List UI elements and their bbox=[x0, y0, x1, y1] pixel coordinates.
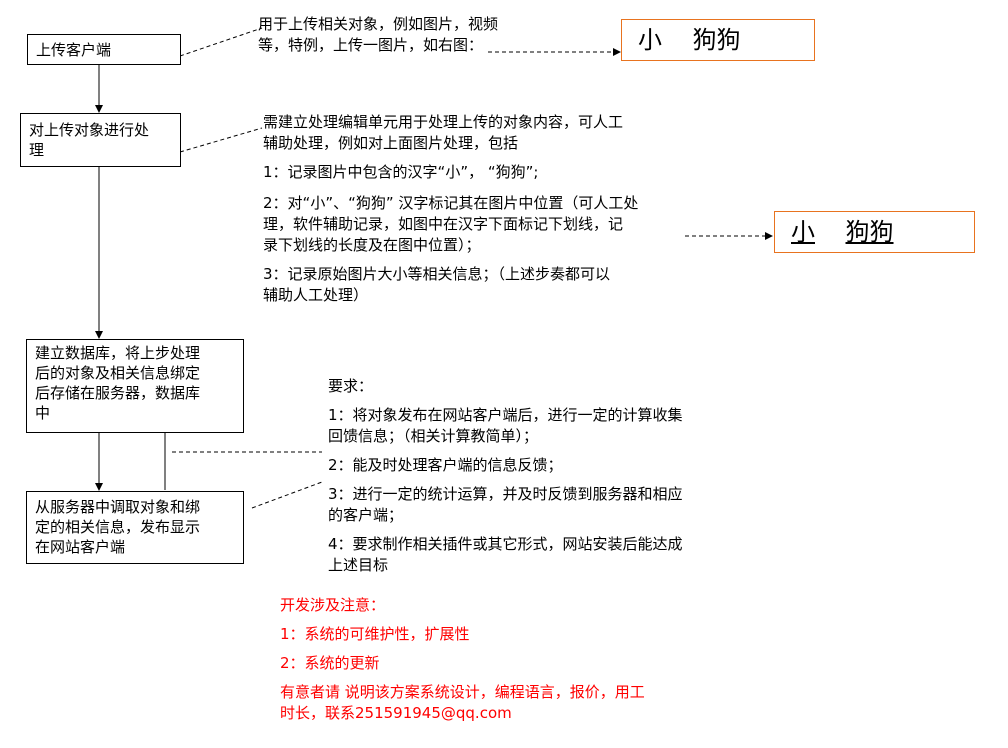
requirements-note: 要求： 1：将对象发布在网站客户端后，进行一定的计算收集 回馈信息；（相关计算教… bbox=[328, 376, 683, 576]
requirement-3-line1: 3：进行一定的统计运算，并及时反馈到服务器和相应 bbox=[328, 485, 683, 503]
requirement-1-line1: 1：将对象发布在网站客户端后，进行一定的计算收集 bbox=[328, 406, 683, 424]
step-build-database-line3: 后存储在服务器，数据库 bbox=[35, 384, 201, 402]
development-note-1: 1：系统的可维护性，扩展性 bbox=[280, 625, 470, 643]
step-publish-client-line3: 在网站客户端 bbox=[35, 538, 126, 556]
sample-image-plain: 小 狗狗 bbox=[621, 19, 815, 61]
step-process-object-line2: 理 bbox=[29, 141, 45, 159]
step-build-database-line2: 后的对象及相关信息绑定 bbox=[35, 364, 201, 382]
contact-line2: 时长，联系251591945@qq.com bbox=[280, 704, 512, 722]
marked-image-word-dogs: 狗狗 bbox=[845, 218, 894, 246]
requirement-4-line1: 4：要求制作相关插件或其它形式，网站安装后能达成 bbox=[328, 535, 683, 553]
sample-image-marked: 小 狗狗 bbox=[774, 211, 975, 253]
step-build-database-line4: 中 bbox=[35, 404, 51, 422]
upload-note-line2: 等，特例，上传一图片，如右图： bbox=[258, 36, 484, 54]
upload-note: 用于上传相关对象，例如图片，视频 等，特例，上传一图片，如右图： bbox=[258, 14, 498, 56]
process-note-item1: 1：记录图片中包含的汉字“小”， “狗狗”; bbox=[263, 163, 539, 181]
dash-process-note bbox=[179, 127, 263, 153]
development-note-2: 2：系统的更新 bbox=[280, 654, 380, 672]
step-build-database: 建立数据库，将上步处理 后的对象及相关信息绑定 后存储在服务器，数据库 中 bbox=[26, 339, 244, 433]
process-note-line1: 需建立处理编辑单元用于处理上传的对象内容，可人工 bbox=[263, 113, 624, 131]
sample-image-word-small: 小 bbox=[638, 26, 662, 54]
process-note: 需建立处理编辑单元用于处理上传的对象内容，可人工 辅助处理，例如对上面图片处理，… bbox=[263, 112, 638, 306]
marked-image-word-small: 小 bbox=[791, 218, 815, 246]
process-note-item2-line1: 2：对“小”、“狗狗” 汉字标记其在图片中位置（可人工处 bbox=[263, 194, 639, 212]
requirements-title: 要求： bbox=[328, 377, 374, 395]
process-note-item3-line2: 辅助人工处理） bbox=[263, 286, 369, 304]
process-note-line2: 辅助处理，例如对上面图片处理，包括 bbox=[263, 134, 519, 152]
process-note-item2-line2: 理，软件辅助记录，如图中在汉字下面标记下划线，记 bbox=[263, 215, 624, 233]
contact-line1: 有意者请 说明该方案系统设计，编程语言，报价，用工 bbox=[280, 683, 645, 701]
requirement-3-line2: 的客户端； bbox=[328, 506, 404, 524]
process-note-item3-line1: 3：记录原始图片大小等相关信息；（上述步奏都可以 bbox=[263, 265, 611, 283]
dash-upload-note bbox=[179, 27, 263, 57]
dash-publish-note bbox=[251, 481, 323, 509]
step-publish-client: 从服务器中调取对象和绑 定的相关信息，发布显示 在网站客户端 bbox=[26, 491, 244, 564]
sample-image-word-dogs: 狗狗 bbox=[692, 26, 741, 54]
upload-note-line1: 用于上传相关对象，例如图片，视频 bbox=[258, 15, 499, 33]
step-publish-client-line1: 从服务器中调取对象和绑 bbox=[35, 498, 201, 516]
requirement-1-line2: 回馈信息；（相关计算教简单）； bbox=[328, 427, 539, 445]
step-build-database-line1: 建立数据库，将上步处理 bbox=[35, 344, 201, 362]
development-notes: 开发涉及注意： 1：系统的可维护性，扩展性 2：系统的更新 有意者请 说明该方案… bbox=[280, 595, 645, 724]
step-process-object-line1: 对上传对象进行处 bbox=[29, 121, 150, 139]
requirement-4-line2: 上述目标 bbox=[328, 556, 389, 574]
process-note-item2-line3: 录下划线的长度及在图中位置）； bbox=[263, 236, 481, 254]
step-publish-client-line2: 定的相关信息，发布显示 bbox=[35, 518, 201, 536]
step-process-object: 对上传对象进行处 理 bbox=[20, 113, 181, 167]
development-notes-title: 开发涉及注意： bbox=[280, 596, 386, 614]
step-upload-client-label: 上传客户端 bbox=[36, 41, 112, 59]
requirement-2: 2：能及时处理客户端的信息反馈； bbox=[328, 456, 563, 474]
step-upload-client: 上传客户端 bbox=[27, 34, 181, 65]
